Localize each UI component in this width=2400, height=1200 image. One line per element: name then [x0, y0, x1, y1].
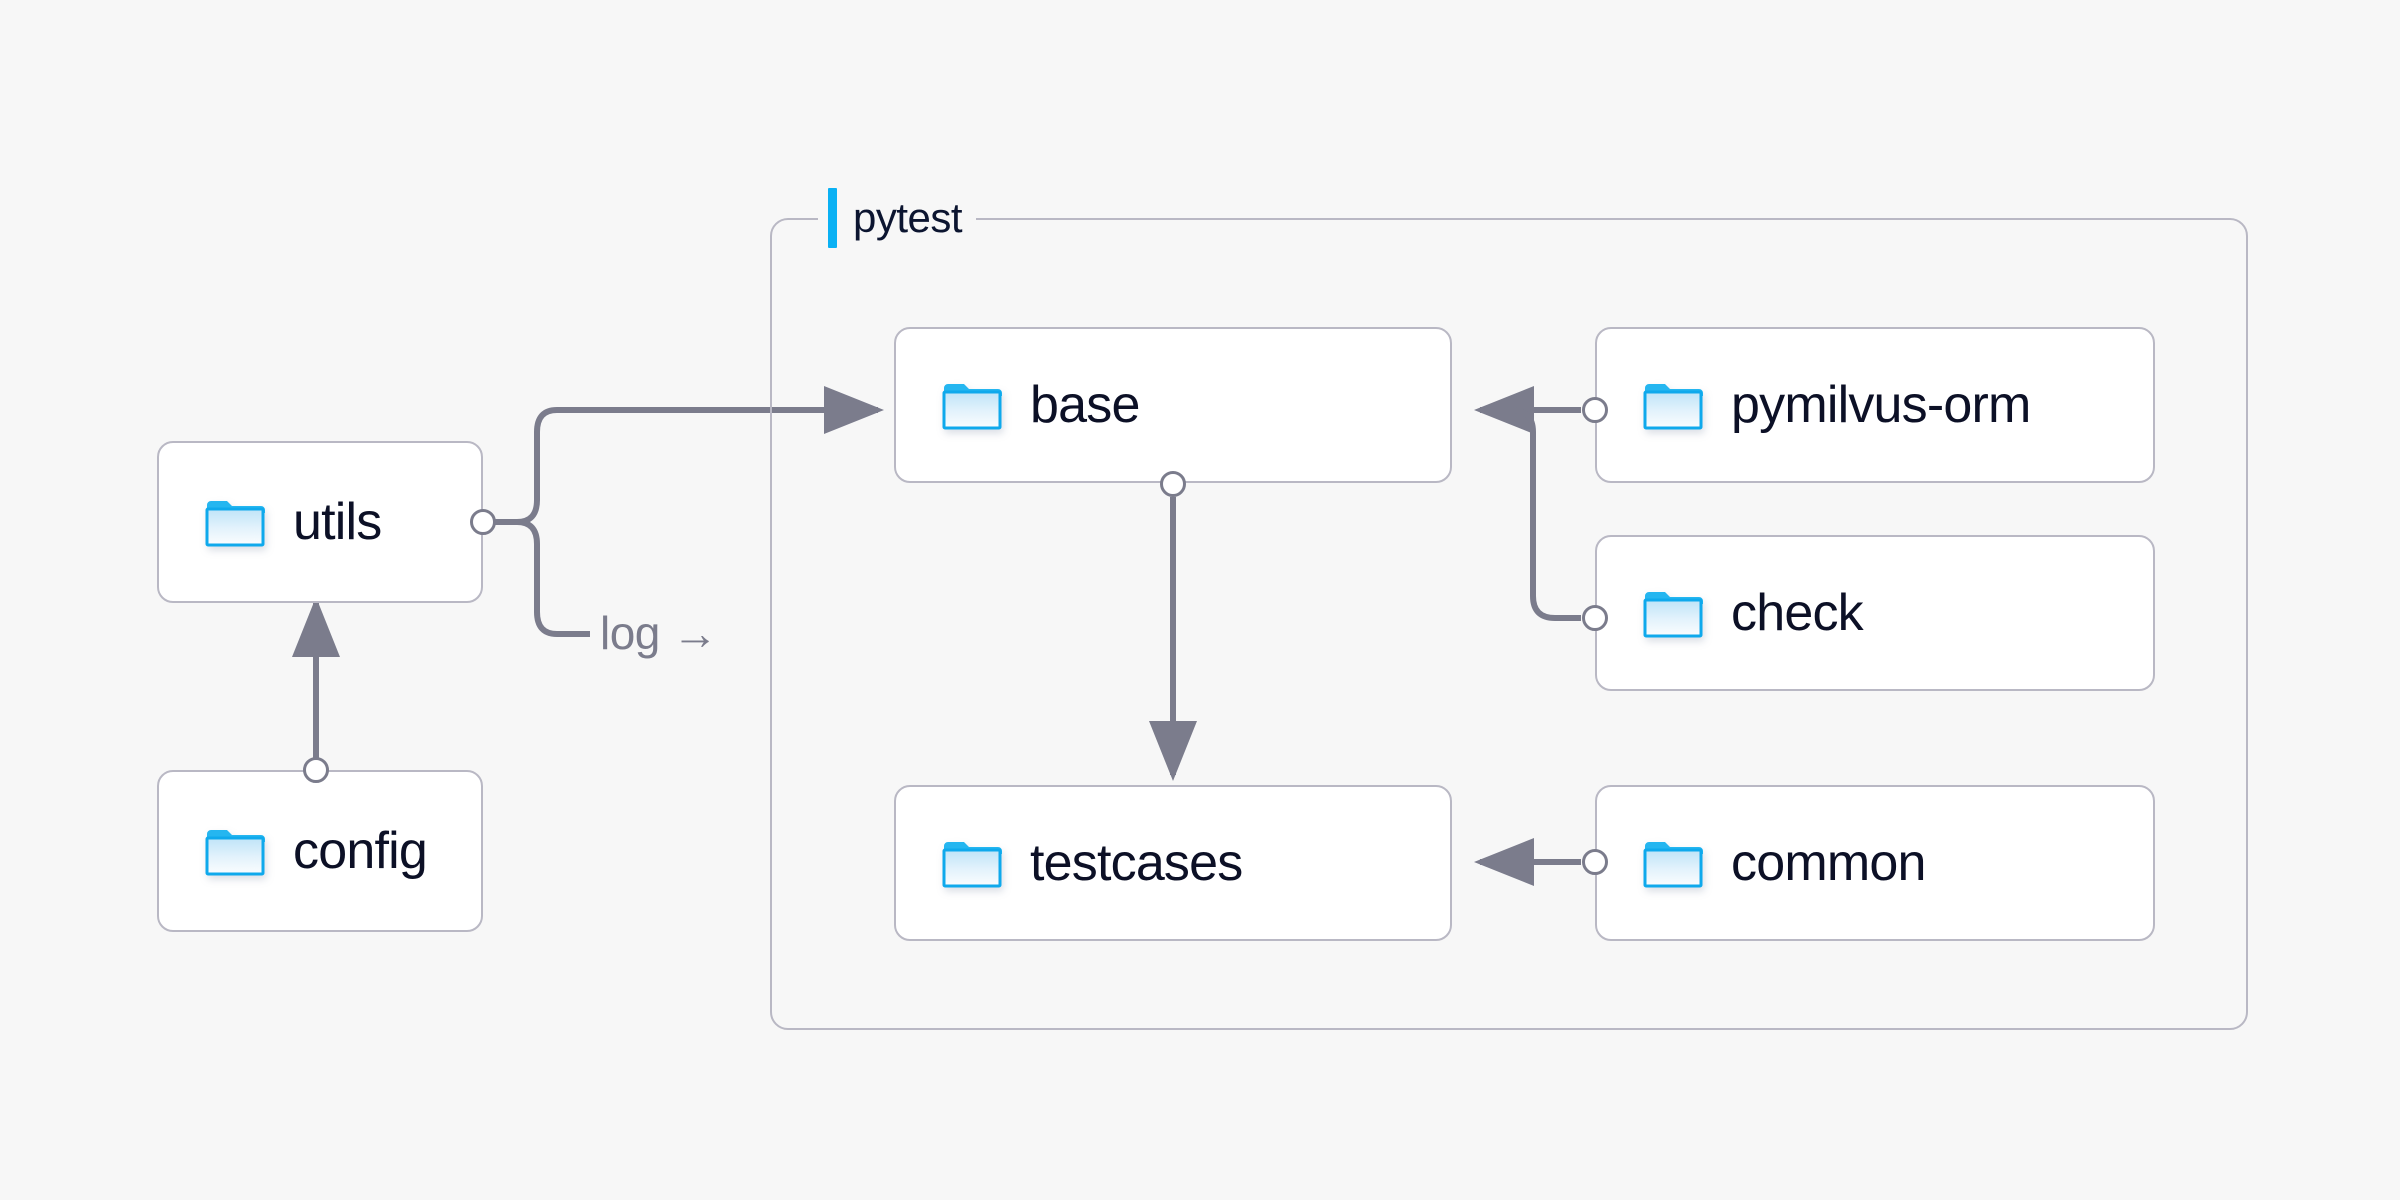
node-pymilvus-orm-label: pymilvus-orm	[1731, 376, 2031, 434]
pytest-group-label: pytest	[818, 186, 977, 250]
port-common-left[interactable]	[1582, 849, 1608, 875]
pytest-group-label-text: pytest	[853, 194, 963, 241]
node-check[interactable]: check	[1595, 535, 2155, 691]
node-base-label: base	[1030, 376, 1140, 434]
port-config-top[interactable]	[303, 757, 329, 783]
folder-icon	[205, 830, 265, 876]
folder-icon	[1643, 842, 1703, 888]
node-base[interactable]: base	[894, 327, 1452, 483]
edge-label-log: log →	[600, 607, 718, 659]
port-utils-right[interactable]	[470, 509, 496, 535]
port-base-bottom[interactable]	[1160, 471, 1186, 497]
port-pymilvus-orm-left[interactable]	[1582, 397, 1608, 423]
port-check-left[interactable]	[1582, 605, 1608, 631]
folder-icon	[942, 384, 1002, 430]
node-testcases[interactable]: testcases	[894, 785, 1452, 941]
folder-icon	[942, 842, 1002, 888]
folder-icon	[1643, 384, 1703, 430]
node-check-label: check	[1731, 584, 1864, 642]
node-pymilvus-orm[interactable]: pymilvus-orm	[1595, 327, 2155, 483]
edge-utils-to-log	[485, 519, 590, 637]
node-utils[interactable]: utils	[157, 441, 483, 603]
folder-icon	[1643, 592, 1703, 638]
node-config[interactable]: config	[157, 770, 483, 932]
pytest-group-container[interactable]	[770, 218, 2248, 1030]
folder-icon	[205, 501, 265, 547]
node-common-label: common	[1731, 834, 1926, 892]
node-common[interactable]: common	[1595, 785, 2155, 941]
node-utils-label: utils	[293, 493, 382, 551]
node-testcases-label: testcases	[1030, 834, 1243, 892]
accent-bar-icon	[828, 188, 837, 248]
node-config-label: config	[293, 822, 428, 880]
